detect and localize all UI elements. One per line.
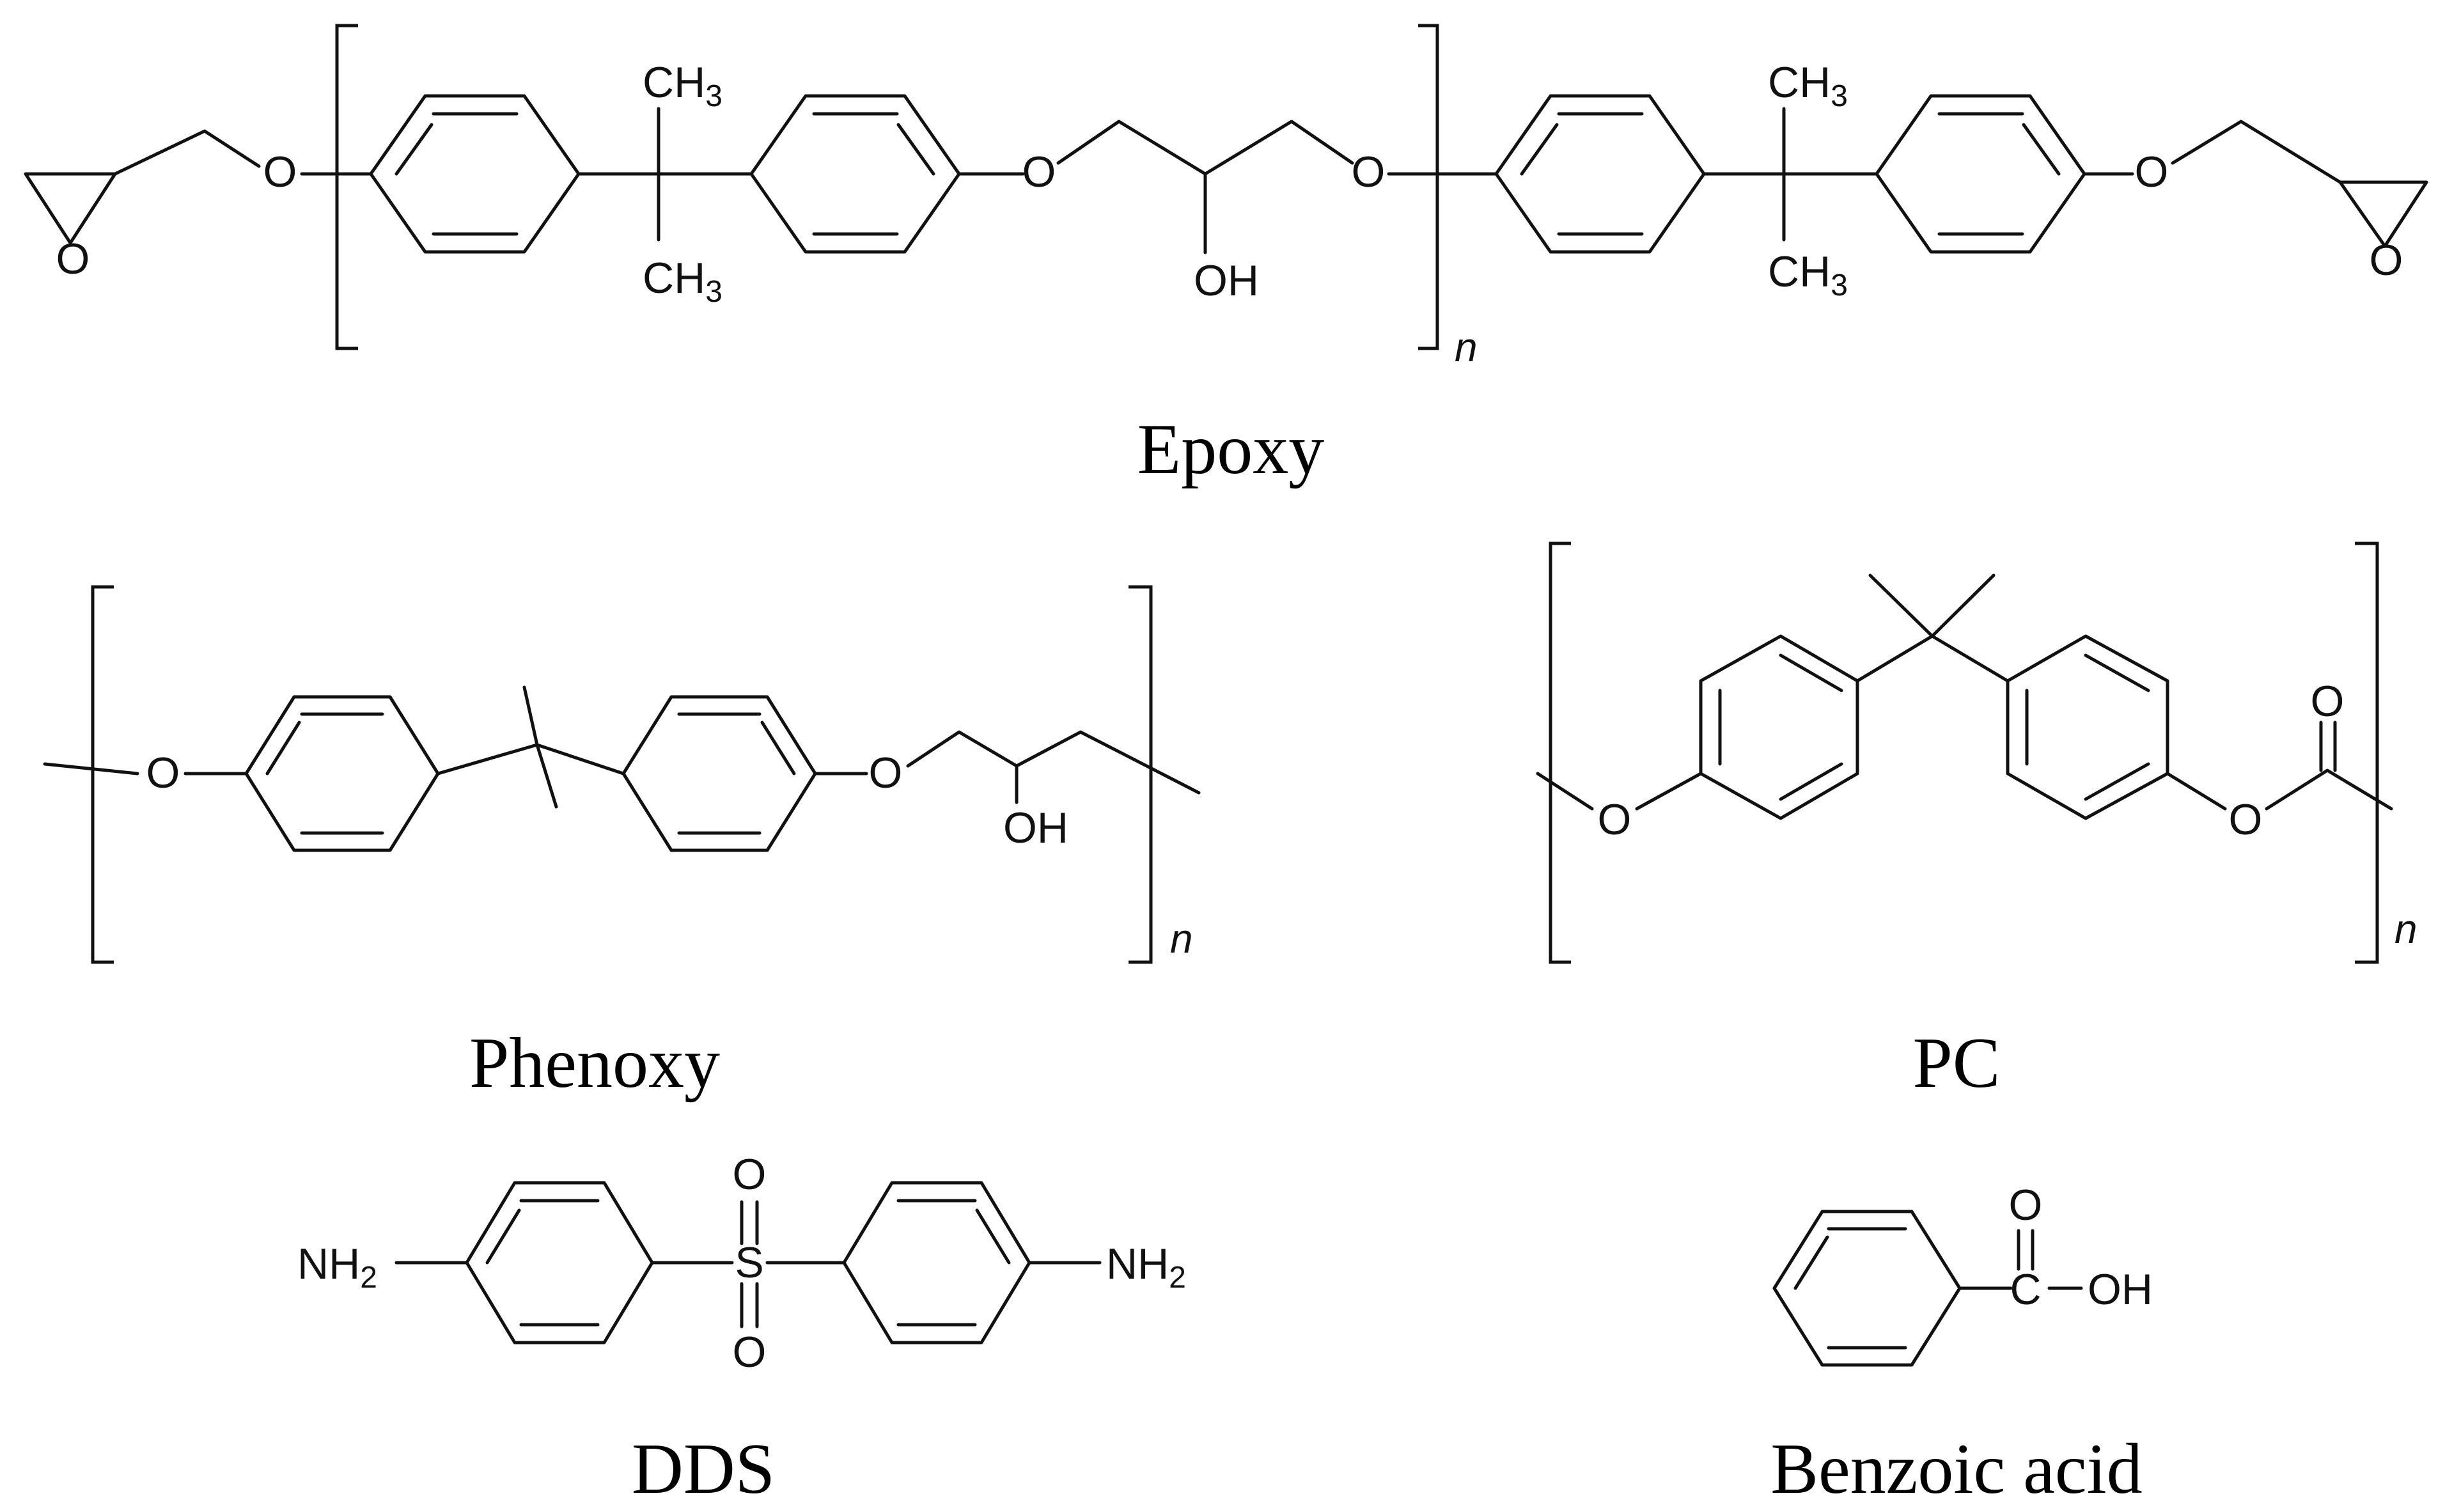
dds-structure: NH2 S O O NH2 DDS (297, 1150, 1186, 1509)
epoxy-ether-oxygen-4: O (2135, 148, 2169, 196)
epoxy-ether-oxygen-2: O (1022, 148, 1056, 196)
phenoxy-ether-oxygen-1: O (146, 749, 180, 797)
benzoic-carbonyl-carbon: C (2010, 1265, 2041, 1314)
benzoic-acid-structure: C O OH Benzoic acid (1770, 1181, 2153, 1509)
pc-ether-oxygen-1: O (1598, 795, 1632, 844)
phenoxy-repeat-index: n (1170, 916, 1193, 962)
epoxy-caption: Epoxy (1137, 410, 1324, 489)
pc-caption: PC (1913, 1024, 2001, 1103)
epoxy-repeat-index: n (1455, 324, 1478, 370)
benzoic-hydroxyl: OH (2088, 1265, 2153, 1314)
dds-amine-right: NH2 (1106, 1240, 1186, 1295)
pc-structure: O O O n PC (1536, 542, 2418, 1103)
pc-repeat-index: n (2394, 906, 2418, 952)
phenoxy-structure: O O OH n Phenoxy (43, 585, 1201, 1103)
pc-carbonyl-oxygen: O (2311, 677, 2345, 726)
dds-caption: DDS (632, 1430, 775, 1509)
epoxy-methyl-bottom-2: CH3 (1768, 247, 1848, 302)
benzoic-carbonyl-oxygen: O (2009, 1181, 2043, 1229)
phenoxy-hydroxyl: OH (1003, 804, 1068, 852)
phenoxy-ether-oxygen-2: O (869, 749, 903, 797)
epoxy-hydroxyl: OH (1194, 256, 1259, 305)
epoxy-ether-oxygen-3: O (1352, 148, 1386, 196)
epoxy-epoxide-oxygen-left: O (56, 235, 90, 283)
epoxy-ether-oxygen-1: O (263, 148, 297, 196)
dds-sulfur: S (735, 1238, 763, 1287)
epoxy-methyl-bottom-1: CH3 (643, 254, 723, 309)
benzoic-acid-caption: Benzoic acid (1770, 1430, 2143, 1509)
epoxy-methyl-top-2: CH3 (1768, 58, 1848, 113)
dds-amine-left: NH2 (297, 1240, 377, 1295)
pc-ester-oxygen: O (2229, 795, 2263, 844)
epoxy-epoxide-oxygen-right: O (2370, 236, 2403, 284)
dds-sulfonyl-oxygen-top: O (733, 1150, 767, 1199)
epoxy-methyl-top-1: CH3 (643, 58, 723, 113)
dds-sulfonyl-oxygen-bottom: O (733, 1328, 767, 1376)
epoxy-structure: O O CH3 CH3 O OH O n CH3 CH3 (24, 24, 2428, 489)
phenoxy-caption: Phenoxy (469, 1024, 720, 1103)
